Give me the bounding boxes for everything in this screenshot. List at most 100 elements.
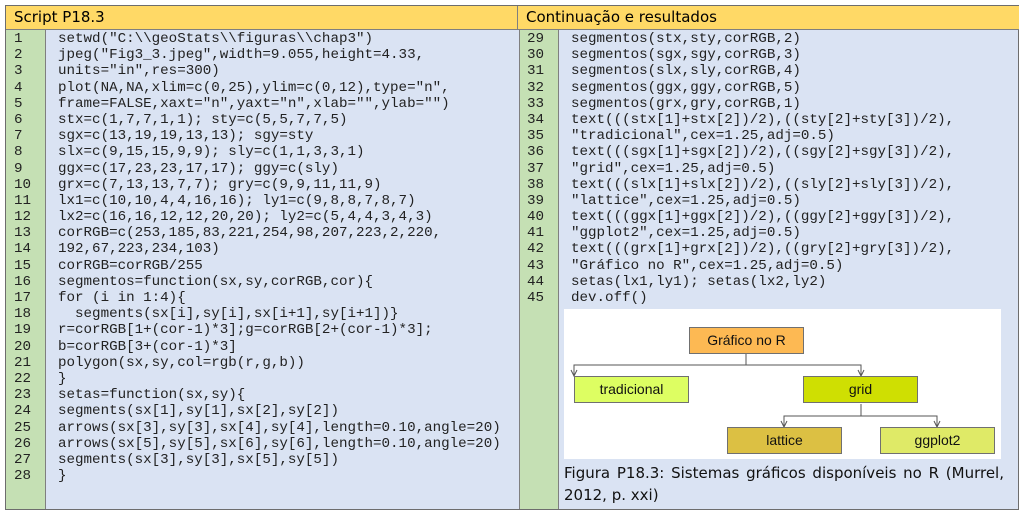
code-text: text(((ggx[1]+ggx[2])/2),((ggy[2]+ggy[3]… [571, 209, 955, 226]
node-lattice: lattice [727, 427, 842, 454]
arrow-root-grid [746, 364, 862, 375]
code-text: corRGB=corRGB/255 [58, 257, 203, 274]
code-line: 19 r=corRGB[1+(cor-1)*3];g=corRGB[2+(cor-… [6, 322, 501, 338]
line-number: 36 [527, 144, 545, 161]
left-header: Script P18.3 [6, 6, 518, 30]
node-grid: grid [803, 376, 918, 403]
line-number: 30 [527, 47, 545, 64]
code-line: 28} [6, 468, 501, 484]
line-number: 22 [14, 370, 32, 387]
code-text: segmentos(slx,sly,corRGB,4) [571, 63, 801, 80]
code-line: 1 setwd("C:\\geoStats\\figuras\\chap3") [6, 31, 501, 47]
code-line: 40 text(((ggx[1]+ggx[2])/2),((ggy[2]+ggy[… [519, 209, 954, 225]
line-number: 25 [14, 419, 32, 436]
code-text: "ggplot2",cex=1.25,adj=0.5) [571, 225, 801, 242]
code-line: 41 "ggplot2",cex=1.25,adj=0.5) [519, 225, 954, 241]
code-text: frame=FALSE,xaxt="n",yaxt="n",xlab="",yl… [58, 95, 450, 112]
line-number: 3 [14, 63, 23, 80]
code-text: } [58, 468, 67, 485]
line-number: 19 [14, 322, 32, 339]
code-text: slx=c(9,15,15,9,9); sly=c(1,1,3,3,1) [58, 144, 365, 161]
node-ggplot2: ggplot2 [880, 427, 995, 454]
line-number: 10 [14, 176, 32, 193]
code-text: setas=function(sx,sy){ [58, 387, 246, 404]
code-text: "Gráfico no R",cex=1.25,adj=0.5) [571, 257, 844, 274]
code-line: 37"grid",cex=1.25,adj=0.5) [519, 161, 954, 177]
code-text: dev.off() [571, 290, 648, 306]
node-tradicional: tradicional [574, 376, 689, 403]
code-text: lx2=c(16,16,12,12,20,20); ly2=c(5,4,4,3,… [58, 209, 433, 226]
line-number: 1 [14, 31, 23, 47]
code-text: segments(sx[1],sy[1],sx[2],sy[2]) [58, 403, 339, 420]
code-line: 18 segments(sx[i],sy[i],sx[i+1],sy[i+1])… [6, 306, 501, 322]
code-text: setwd("C:\\geoStats\\figuras\\chap3") [58, 31, 374, 47]
script-table: Script P18.3 Continuação e resultados 1 s… [5, 5, 1019, 510]
code-line: 12 lx2=c(16,16,12,12,20,20); ly2=c(5,4,4,… [6, 209, 501, 225]
code-text: polygon(sx,sy,col=rgb(r,g,b)) [58, 354, 305, 371]
code-text: setas(lx1,ly1); setas(lx2,ly2) [571, 273, 827, 290]
code-text: "lattice",cex=1.25,adj=0.5) [571, 192, 801, 209]
code-text: plot(NA,NA,xlim=c(0,25),ylim=c(0,12),typ… [58, 79, 450, 96]
code-text: units="in",res=300) [58, 63, 220, 80]
line-number: 5 [14, 95, 23, 112]
line-number: 26 [14, 435, 32, 452]
diagram-figure: Gráfico no R tradicional grid lattice gg… [564, 309, 1001, 459]
right-header: Continuação e resultados [518, 6, 1019, 30]
line-number: 40 [527, 209, 545, 226]
code-line: 22} [6, 371, 501, 387]
code-text: sgx=c(13,19,19,13,13); sgy=sty [58, 128, 314, 145]
line-number: 8 [14, 144, 23, 161]
code-line: 43"Gráfico no R",cex=1.25,adj=0.5) [519, 258, 954, 274]
code-line: 27 segments(sx[3],sy[3],sx[5],sy[5]) [6, 452, 501, 468]
code-line: 11 lx1=c(10,10,4,4,16,16); ly1=c(9,8,8,7,… [6, 193, 501, 209]
line-number: 34 [527, 111, 545, 128]
line-number: 20 [14, 338, 32, 355]
line-number: 9 [14, 160, 23, 177]
code-line: 20 b=corRGB[3+(cor-1)*3] [6, 339, 501, 355]
code-text: segments(sx[3],sy[3],sx[5],sy[5]) [58, 451, 339, 468]
line-number: 33 [527, 95, 545, 112]
code-text: text(((sgx[1]+sgx[2])/2),((sgy[2]+sgy[3]… [571, 144, 955, 161]
code-line: 17 for (i in 1:4){ [6, 290, 501, 306]
arrow-grid-lattice [783, 404, 862, 426]
code-line: 8 slx=c(9,15,15,9,9); sly=c(1,1,3,3,1) [6, 144, 501, 160]
left-line-number-column [6, 30, 46, 509]
code-text: text(((grx[1]+grx[2])/2),((gry[2]+gry[3]… [571, 241, 955, 258]
code-text: lx1=c(10,10,4,4,16,16); ly1=c(9,8,8,7,8,… [58, 192, 416, 209]
line-number: 27 [14, 451, 32, 468]
code-text: } [58, 370, 67, 387]
line-number: 11 [14, 192, 32, 209]
code-text: 192,67,223,234,103) [58, 241, 220, 258]
line-number: 17 [14, 290, 32, 306]
code-text: for (i in 1:4){ [58, 290, 186, 306]
code-text: "grid",cex=1.25,adj=0.5) [571, 160, 776, 177]
code-text: segments(sx[i],sy[i],sx[i+1],sy[i+1])} [58, 306, 399, 323]
line-number: 39 [527, 192, 545, 209]
line-number: 23 [14, 387, 32, 404]
code-line: 36 text(((sgx[1]+sgx[2])/2),((sgy[2]+sgy[… [519, 144, 954, 160]
line-number: 41 [527, 225, 545, 242]
arrow-root-tradicional [573, 354, 747, 375]
line-number: 12 [14, 209, 32, 226]
line-number: 16 [14, 273, 32, 290]
code-line: 23 setas=function(sx,sy){ [6, 387, 501, 403]
code-text: b=corRGB[3+(cor-1)*3] [58, 338, 237, 355]
code-line: 39 "lattice",cex=1.25,adj=0.5) [519, 193, 954, 209]
line-number: 15 [14, 257, 32, 274]
code-text: r=corRGB[1+(cor-1)*3];g=corRGB[2+(cor-1)… [58, 322, 433, 339]
figure-caption: Figura P18.3: Sistemas gráficos disponív… [564, 464, 1004, 504]
